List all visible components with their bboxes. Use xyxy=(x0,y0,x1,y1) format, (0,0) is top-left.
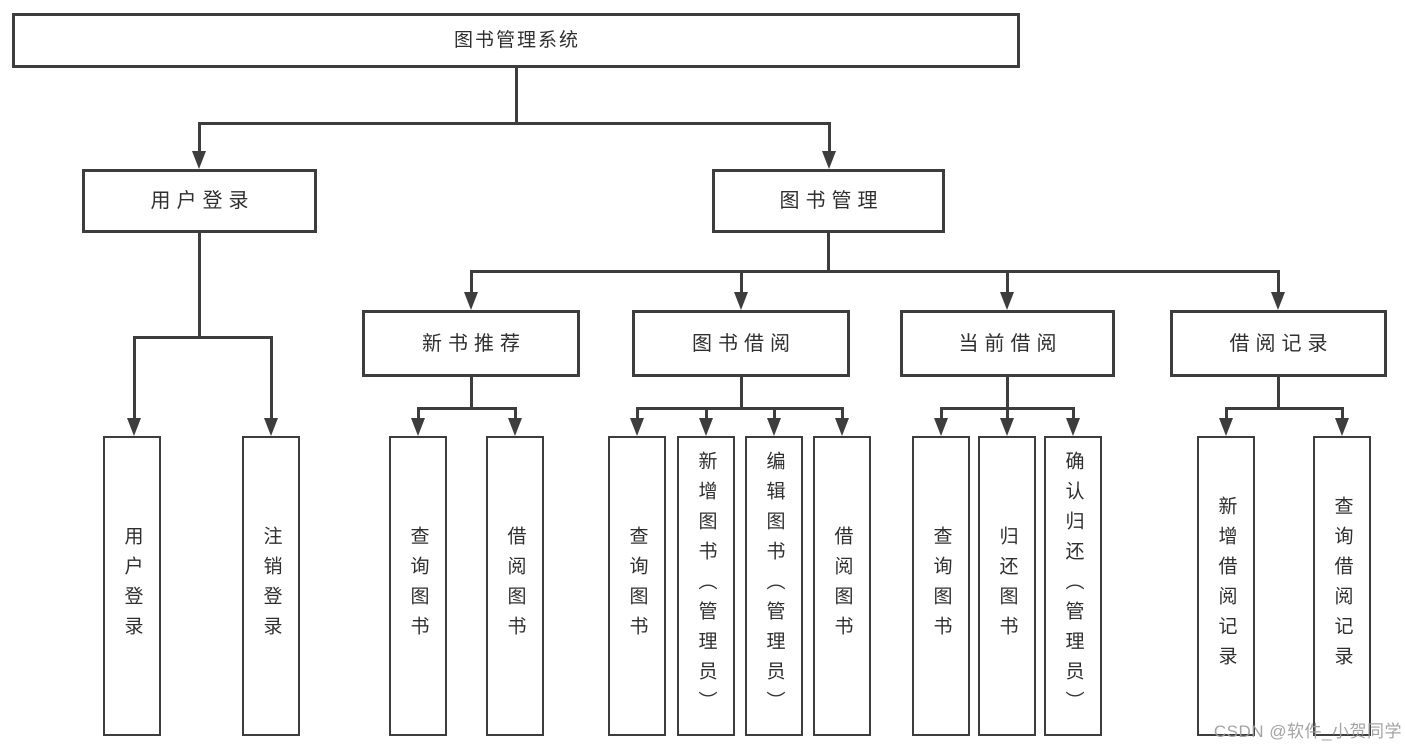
arrowhead-add-record xyxy=(1219,418,1233,436)
leaf-confirm-return-admin-label: 确认归还（管理员） xyxy=(1062,451,1084,721)
connector-bookmgmt-drop-3 xyxy=(1006,270,1009,296)
node-book-management: 图书管理 xyxy=(712,169,945,233)
leaf-edit-books-admin-label: 编辑图书（管理员） xyxy=(763,451,785,721)
connector-bookmgmt-stem xyxy=(827,233,830,270)
arrowhead-leaf-user-login xyxy=(127,418,141,436)
connector-current-drop-2 xyxy=(1006,407,1009,422)
connector-bookmgmt-drop-1 xyxy=(470,270,473,296)
node-new-book-recommend-label: 新书推荐 xyxy=(422,332,526,355)
node-new-book-recommend: 新书推荐 xyxy=(362,310,580,377)
arrowhead-new-book-recommend xyxy=(464,292,478,310)
node-current-borrow-label: 当前借阅 xyxy=(958,332,1063,355)
leaf-query-borrow-record-label: 查询借阅记录 xyxy=(1331,496,1353,676)
connector-current-stem xyxy=(1006,377,1009,407)
connector-records-bar xyxy=(1225,407,1344,410)
leaf-add-books-admin: 新增图书（管理员） xyxy=(677,436,735,736)
leaf-query-borrow-record: 查询借阅记录 xyxy=(1313,436,1371,736)
node-user-login: 用户登录 xyxy=(82,169,317,233)
arrowhead-confirm-return xyxy=(1066,418,1080,436)
leaf-newbook-borrow-books: 借阅图书 xyxy=(486,436,544,736)
arrowhead-newbook-borrow xyxy=(508,418,522,436)
connector-bookmgmt-drop-2 xyxy=(740,270,743,296)
arrowhead-leaf-logout xyxy=(264,418,278,436)
arrowhead-borrow-books xyxy=(835,418,849,436)
leaf-borrow-books: 借阅图书 xyxy=(813,436,871,736)
connector-borrow-drop-2 xyxy=(705,407,708,422)
arrowhead-current-borrow xyxy=(1000,292,1014,310)
connector-userlogin-drop-1 xyxy=(133,336,136,420)
leaf-add-borrow-record-label: 新增借阅记录 xyxy=(1215,496,1237,676)
node-root: 图书管理系统 xyxy=(12,13,1020,68)
arrowhead-book-management xyxy=(822,151,836,169)
leaf-edit-books-admin: 编辑图书（管理员） xyxy=(745,436,803,736)
leaf-newbook-query-books: 查询图书 xyxy=(389,436,447,736)
connector-newbook-drop-1 xyxy=(417,407,420,422)
connector-bookmgmt-bar xyxy=(470,270,1280,273)
arrowhead-borrow-query xyxy=(630,418,644,436)
arrowhead-return-books xyxy=(1000,418,1014,436)
node-book-borrow: 图书借阅 xyxy=(632,310,850,377)
node-book-management-label: 图书管理 xyxy=(779,190,884,212)
leaf-user-login: 用户登录 xyxy=(103,436,161,736)
connector-newbook-drop-2 xyxy=(514,407,517,422)
connector-newbook-stem xyxy=(470,377,473,407)
connector-current-drop-1 xyxy=(940,407,943,422)
leaf-current-query-books-label: 查询图书 xyxy=(930,526,952,646)
arrowhead-add-books xyxy=(699,418,713,436)
connector-root-drop-right xyxy=(828,122,831,154)
connector-records-drop-1 xyxy=(1225,407,1228,422)
connector-userlogin-bar xyxy=(133,336,273,339)
leaf-newbook-borrow-books-label: 借阅图书 xyxy=(504,526,526,646)
node-user-login-label: 用户登录 xyxy=(150,190,255,212)
leaf-return-books: 归还图书 xyxy=(978,436,1036,736)
arrowhead-edit-books xyxy=(767,418,781,436)
leaf-logout-login-label: 注销登录 xyxy=(260,526,282,646)
arrowhead-newbook-query xyxy=(411,418,425,436)
leaf-confirm-return-admin: 确认归还（管理员） xyxy=(1044,436,1102,736)
node-root-label: 图书管理系统 xyxy=(453,30,580,51)
connector-records-stem xyxy=(1277,377,1280,407)
leaf-borrow-query-books-label: 查询图书 xyxy=(626,526,648,646)
leaf-user-login-label: 用户登录 xyxy=(121,526,143,646)
connector-userlogin-stem xyxy=(198,233,201,336)
leaf-return-books-label: 归还图书 xyxy=(996,526,1018,646)
leaf-add-borrow-record: 新增借阅记录 xyxy=(1197,436,1255,736)
connector-root-stem xyxy=(515,68,518,122)
node-borrow-records: 借阅记录 xyxy=(1170,310,1387,377)
leaf-borrow-query-books: 查询图书 xyxy=(608,436,666,736)
connector-borrow-drop-4 xyxy=(841,407,844,422)
connector-root-bar xyxy=(198,122,831,125)
connector-bookmgmt-drop-4 xyxy=(1277,270,1280,296)
connector-newbook-bar xyxy=(417,407,517,410)
arrowhead-borrow-records xyxy=(1271,292,1285,310)
node-borrow-records-label: 借阅记录 xyxy=(1229,332,1334,355)
leaf-borrow-books-label: 借阅图书 xyxy=(831,526,853,646)
leaf-logout-login: 注销登录 xyxy=(242,436,300,736)
connector-current-drop-3 xyxy=(1072,407,1075,422)
connector-records-drop-2 xyxy=(1341,407,1344,422)
arrowhead-user-login xyxy=(192,151,206,169)
node-book-borrow-label: 图书借阅 xyxy=(692,332,796,355)
node-current-borrow: 当前借阅 xyxy=(900,310,1115,377)
leaf-add-books-admin-label: 新增图书（管理员） xyxy=(695,451,717,721)
leaf-newbook-query-books-label: 查询图书 xyxy=(407,526,429,646)
arrowhead-book-borrow xyxy=(734,292,748,310)
leaf-current-query-books: 查询图书 xyxy=(912,436,970,736)
connector-userlogin-drop-2 xyxy=(270,336,273,420)
watermark: CSDN @软件_小贺同学 xyxy=(1213,722,1402,741)
arrowhead-query-record xyxy=(1335,418,1349,436)
connector-borrow-drop-3 xyxy=(773,407,776,422)
connector-root-drop-left xyxy=(198,122,201,154)
connector-borrow-drop-1 xyxy=(636,407,639,422)
connector-borrow-bar xyxy=(636,407,844,410)
arrowhead-current-query xyxy=(934,418,948,436)
connector-borrow-stem xyxy=(740,377,743,407)
